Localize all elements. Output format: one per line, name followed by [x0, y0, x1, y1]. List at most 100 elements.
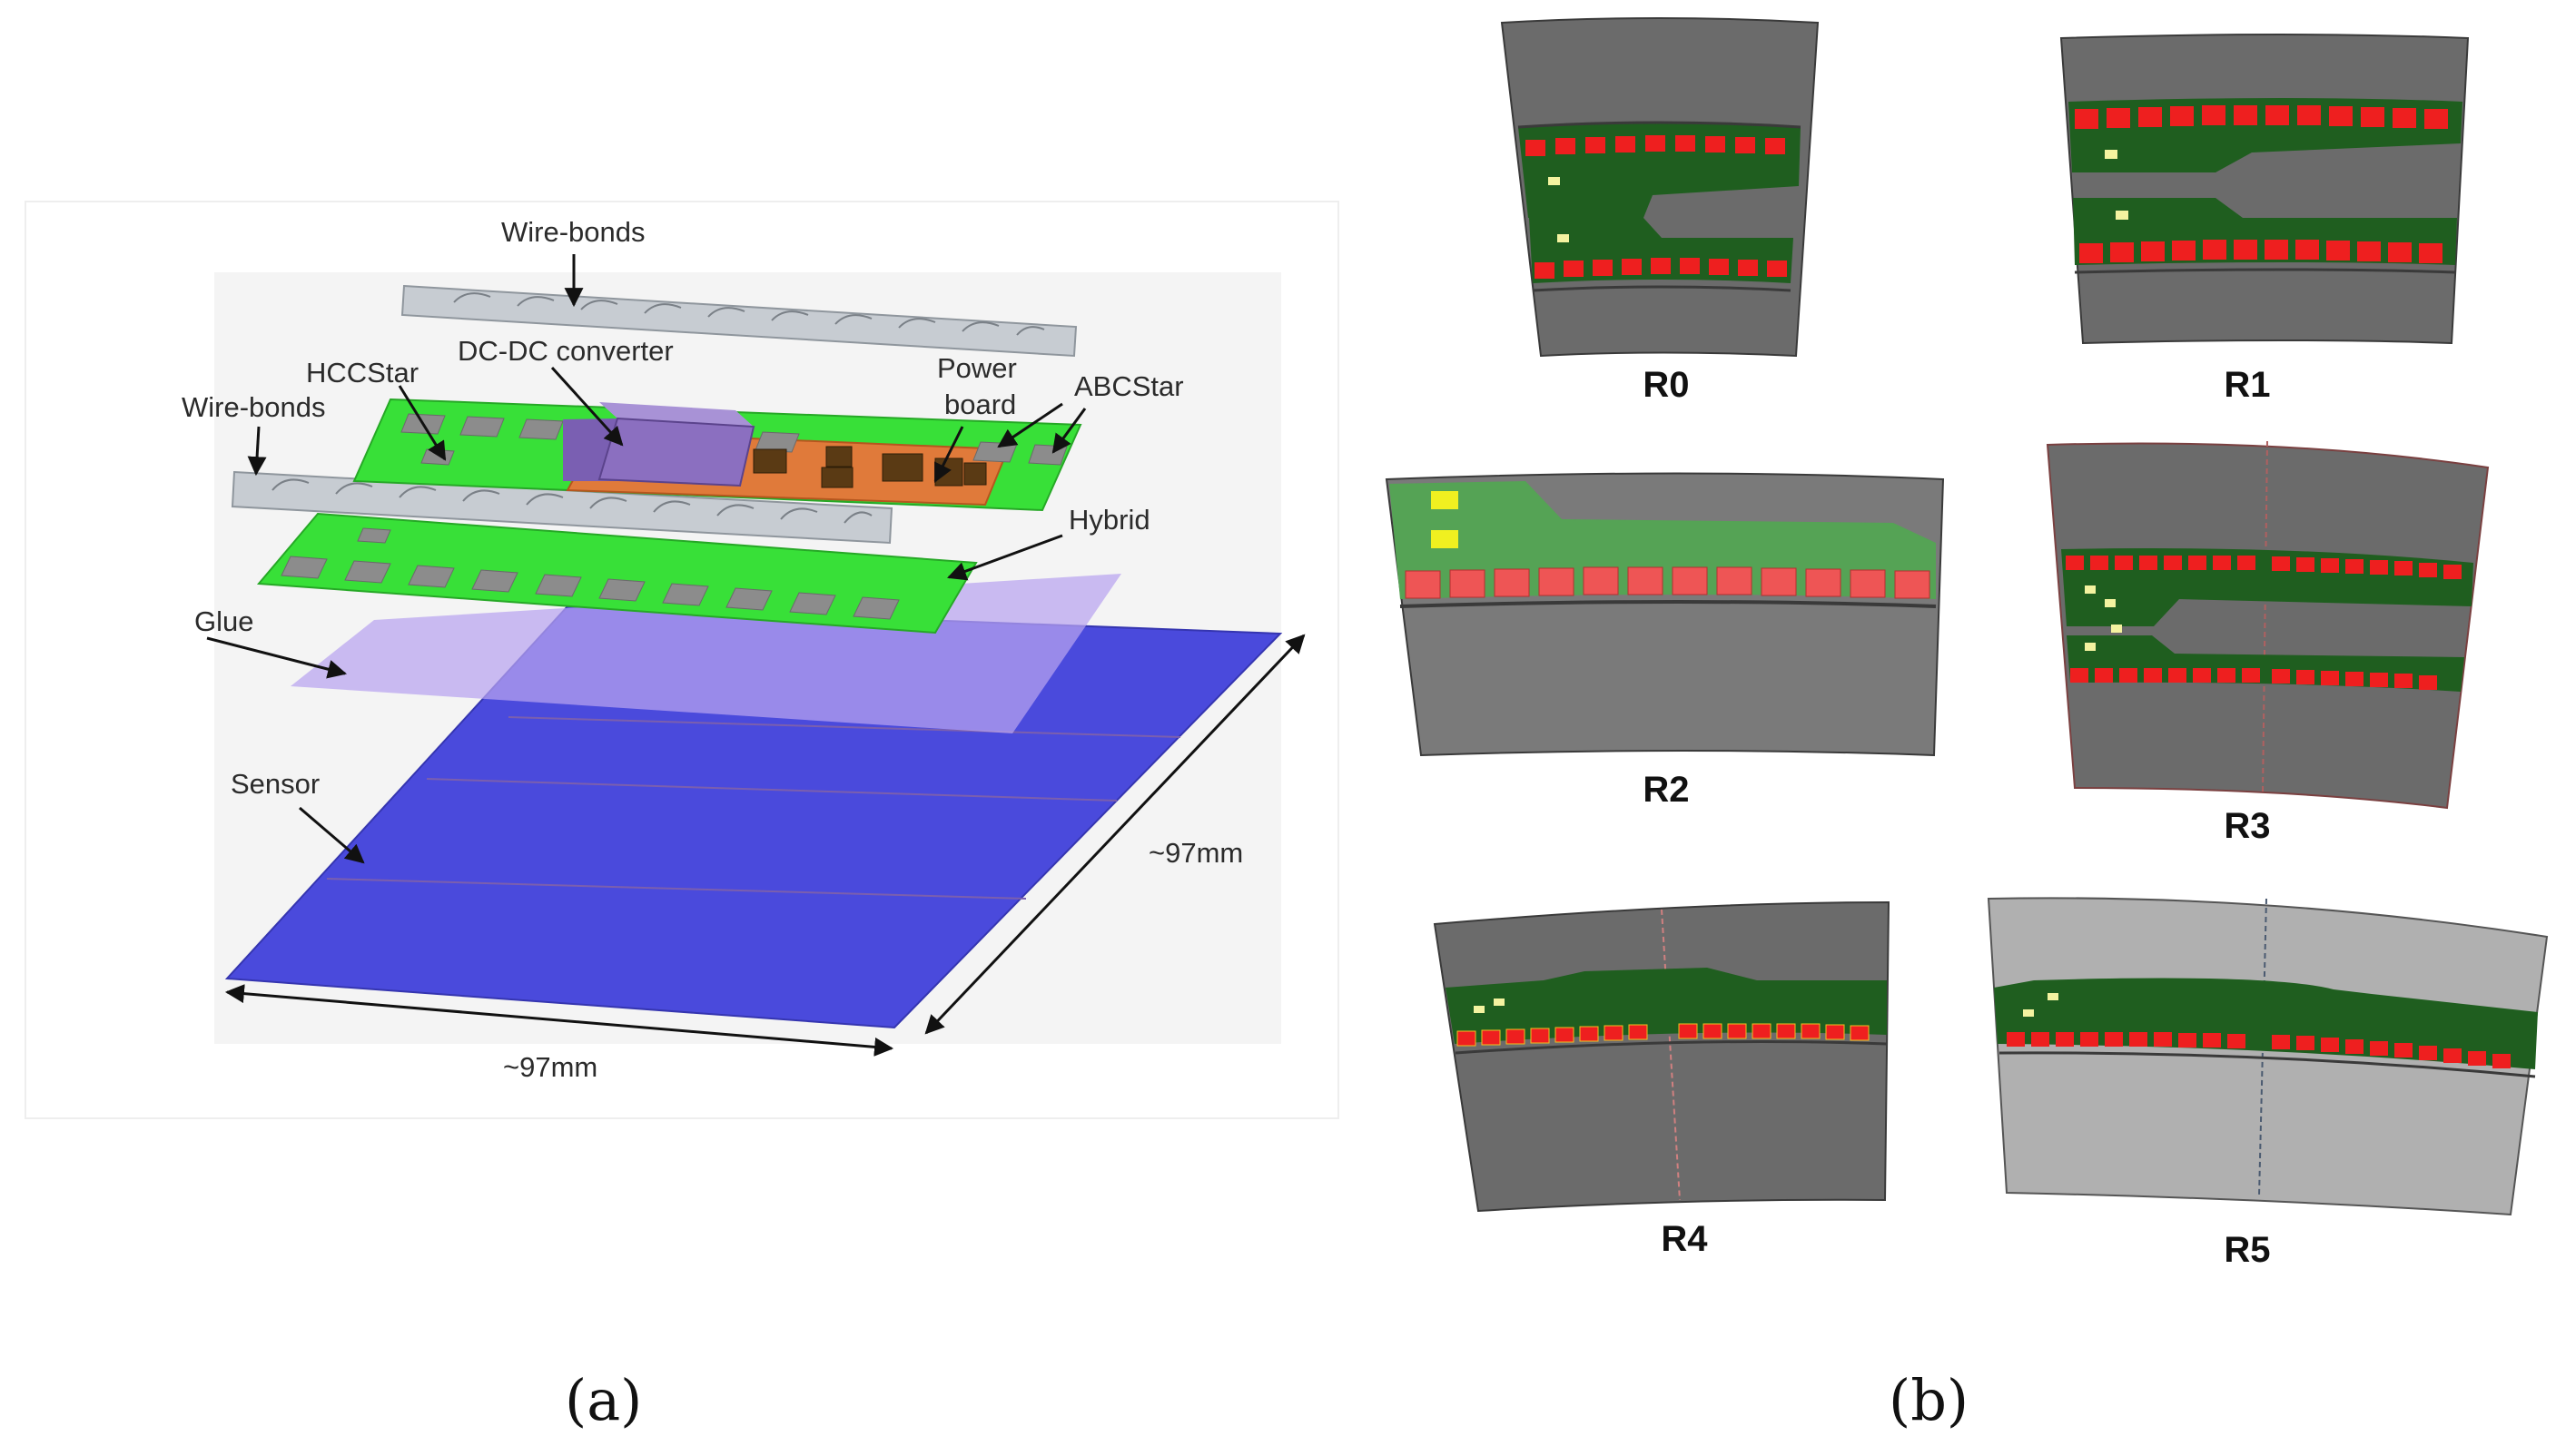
sensor-outline — [1433, 900, 1890, 1213]
abcstar-chip — [408, 565, 455, 588]
bond-line — [2074, 268, 2456, 274]
chip — [1850, 569, 1886, 598]
chip — [2164, 556, 2182, 570]
chip — [1535, 262, 1554, 279]
arrow-power-board — [933, 426, 964, 483]
hccstar-chip — [1474, 1006, 1485, 1013]
abcstar-chip — [755, 431, 800, 453]
chip — [1583, 566, 1619, 595]
chip — [2370, 1041, 2388, 1056]
chip — [2075, 109, 2098, 129]
chip — [1894, 570, 1930, 599]
wire-bond-strip — [231, 470, 893, 545]
chip — [2139, 556, 2157, 570]
abcstar-chip — [853, 596, 900, 620]
abcstar-chip — [344, 560, 391, 584]
chip — [2080, 1032, 2098, 1047]
wire-bonds-left — [231, 470, 893, 545]
label-board: board — [944, 389, 1016, 420]
hccstar-chip — [1548, 177, 1560, 185]
chip — [1805, 568, 1841, 597]
abcstar-chip — [972, 441, 1018, 463]
chip — [2070, 668, 2088, 683]
chip — [1530, 1028, 1550, 1044]
chip — [1727, 1023, 1747, 1039]
chip — [2090, 556, 2108, 570]
sensor-split-line — [1661, 909, 1681, 1201]
chip — [2272, 669, 2290, 684]
chip — [2115, 556, 2133, 570]
leader-arrows — [206, 254, 1306, 1057]
chip — [2031, 1032, 2049, 1047]
hccstar-chip — [1494, 999, 1505, 1006]
chip — [2265, 105, 2289, 125]
abcstar-chips — [2075, 105, 2448, 263]
chip — [2361, 107, 2384, 127]
chip — [2295, 240, 2319, 260]
chip — [2129, 1032, 2147, 1047]
chip — [1593, 260, 1613, 276]
chip — [2419, 563, 2437, 577]
abcstar-chip — [598, 578, 646, 602]
chip — [2296, 1036, 2314, 1050]
arrow-sensor — [299, 806, 365, 864]
chip — [2272, 1035, 2290, 1049]
chip — [2141, 241, 2165, 261]
hccstar-chip — [420, 448, 455, 466]
chip — [2178, 1033, 2196, 1048]
arrow-abcstar-a — [997, 402, 1063, 448]
chip — [2095, 668, 2113, 683]
arrow-hccstar — [398, 385, 447, 461]
dimension-right — [924, 634, 1306, 1035]
chip — [1481, 1029, 1501, 1046]
abcstar-chip — [518, 418, 564, 440]
chip — [2394, 1043, 2413, 1058]
bond-line — [1399, 600, 1937, 608]
inductor — [963, 462, 987, 486]
bond-line — [1455, 1040, 1888, 1055]
caption-a: (a) — [565, 1367, 642, 1433]
chip — [1525, 140, 1545, 156]
label-r0: R0 — [1643, 365, 1689, 405]
chip — [1672, 566, 1708, 595]
chip — [1585, 137, 1605, 153]
chip — [2234, 240, 2257, 260]
label-wire-bonds-left: Wire-bonds — [182, 391, 326, 423]
abcstar-chips — [2007, 1032, 2511, 1068]
inductor — [753, 448, 787, 474]
hybrid-chips — [281, 527, 900, 620]
chip — [1604, 1025, 1623, 1041]
chip — [1449, 569, 1485, 598]
chip — [1738, 260, 1758, 276]
chip — [1705, 136, 1725, 152]
chip — [1702, 1023, 1722, 1039]
chip — [2265, 240, 2288, 260]
chip — [1494, 568, 1530, 597]
chip — [2272, 556, 2290, 571]
chip — [2370, 673, 2388, 687]
chip — [2345, 559, 2364, 574]
chip — [2296, 670, 2314, 684]
arrow-glue — [206, 636, 348, 679]
hccstar-chip — [2048, 993, 2058, 1000]
chip — [1505, 1028, 1525, 1045]
chip — [1645, 135, 1665, 152]
inductor — [825, 446, 853, 467]
chip — [1678, 1023, 1698, 1039]
label-r5: R5 — [2224, 1230, 2270, 1270]
chip — [2357, 241, 2381, 261]
chip — [1538, 567, 1574, 596]
inductor — [821, 467, 854, 488]
chip — [1716, 566, 1752, 595]
caption-b: (b) — [1889, 1367, 1969, 1433]
abcstar-chip — [471, 569, 518, 593]
chip — [1615, 136, 1635, 152]
chip — [1709, 259, 1729, 275]
chip — [2202, 105, 2225, 125]
chip — [1735, 137, 1755, 153]
chip — [2079, 243, 2103, 263]
chip — [2468, 1051, 2486, 1066]
chip — [1555, 138, 1575, 154]
chip — [2138, 107, 2162, 127]
